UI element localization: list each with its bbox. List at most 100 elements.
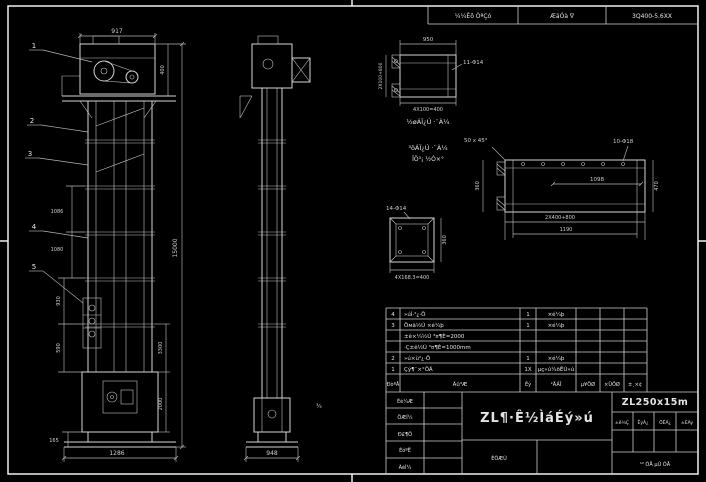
role-label-5: ÃèÍ¼: [399, 464, 412, 471]
balloon-5: 5: [32, 263, 36, 271]
dim-1086: 1086: [51, 209, 64, 215]
bom-table: 4 »úÍ·²¿·Ö 1 ×é¼þ 3 Öмä½Ú ×é¼þ 1 ×é¼þ ±ê…: [385, 307, 648, 474]
dim-1080: 1080: [51, 247, 64, 253]
bom-header-qty: Êý: [525, 380, 531, 388]
sheet-label: ¹² ÕÅ µÚ ÕÅ: [640, 461, 671, 468]
bom-header-row: ÐòºÅ Ãû³Æ Êý ²ÄÁÏ µ¥ÖØ ×ÜÖØ ±¸×¢: [387, 380, 642, 388]
head-pulley: [93, 60, 115, 82]
dim-165: 165: [49, 438, 59, 444]
detail-b-caption-1: ³öÁÏ¿Ú ·¨À¼: [408, 143, 448, 152]
drive-sprocket: [125, 70, 139, 84]
holes-11-d14: 11-Φ14: [463, 60, 484, 66]
drawing-number: 3Q400-5.6XX: [632, 13, 672, 20]
title-block: Éè¼Æ ÖÆÍ¼ Ð£¶Ô ÉóºË ÃèÍ¼ ZL¶·Ê½ÌáÉý»ú ÈÕ…: [386, 391, 698, 474]
side-casing: [258, 88, 286, 398]
bom-name: »úÍ·²¿·Ö: [404, 311, 426, 318]
chamfer-note: 50 x 45°: [464, 138, 488, 144]
bom-header-remark: ±¸×¢: [628, 382, 642, 388]
detail-b-dimensions: 50 x 45° 10-Φ18 1098 2X400+800 1190 470 …: [464, 138, 660, 240]
front-head-section: [61, 35, 176, 119]
detail-square-flange: 14-Φ14 4X168.3=400 360: [386, 206, 448, 281]
front-takeup-ladder: [82, 297, 102, 349]
dim-15000: 15000: [172, 238, 179, 257]
bom-row-3: ±ê×¼½Ú ³¤¶È=2000: [404, 332, 465, 340]
side-dimensions: 948: [243, 447, 301, 462]
drawing-title: ZL¶·Ê½ÌáÉý»ú: [480, 410, 594, 426]
holes-14-d14: 14-Φ14: [386, 206, 407, 212]
front-balloons: 1 2 3 4 5: [25, 42, 93, 304]
side-boot-section: [246, 397, 298, 448]
bom-qty: 1: [526, 312, 530, 318]
dim-4x168: 4X168.3=400: [395, 275, 430, 281]
bom-header-name: Ãû³Æ: [453, 381, 468, 388]
balloon-1: 1: [32, 42, 36, 50]
header-cell-1: ¼¼Êõ ÒªÇó: [455, 12, 492, 20]
balloon-3: 3: [28, 150, 32, 158]
balloon-4: 4: [32, 223, 37, 231]
detail-c-dimensions: 14-Φ14 4X168.3=400 360: [386, 206, 448, 281]
dim-3300: 3300: [158, 342, 164, 355]
balloon-2: 2: [30, 117, 34, 125]
front-view: 917 15000 400 3300 2000 1086 1080 930 59…: [25, 28, 186, 462]
stray-mark: ¾: [316, 403, 322, 410]
detail-a-dimensions: 950 2X100+800 4X100=400 11-Φ14: [378, 37, 484, 113]
dim-470: 470: [654, 181, 660, 191]
role-label-4: ÉóºË: [399, 446, 411, 454]
bom-row-5: 2 »ú×ù²¿·Ö 1 ×é¼þ: [391, 355, 565, 362]
front-boot-section: [64, 371, 176, 448]
bom-mat: ×é¼þ: [548, 322, 565, 329]
bom-mat: ×é¼þ: [548, 311, 565, 318]
bom-header-unit: µ¥ÖØ: [581, 381, 595, 388]
detail-inlet-flange: 950 2X100+800 4X100=400 11-Φ14 ½øÁÏ¿Ú ·¨…: [378, 37, 484, 126]
bom-row-2: 3 Öмä½Ú ×é¼þ 1 ×é¼þ: [391, 322, 565, 329]
dim-400: 400: [160, 65, 166, 75]
bom-no: 1: [391, 367, 395, 373]
detail-b-caption-2: ÏÖ³¡ ½Ó×°: [412, 156, 444, 163]
dim-2x400-800: 2X400+800: [545, 215, 575, 221]
front-casing: [85, 101, 155, 372]
dim-1286: 1286: [109, 450, 124, 457]
bom-row-1: 4 »úÍ·²¿·Ö 1 ×é¼þ: [391, 311, 565, 318]
dim-950: 950: [423, 37, 434, 43]
bom-qty: 1: [526, 323, 530, 329]
dim-360-right: 360: [442, 235, 448, 245]
bom-header-no: ÐòºÅ: [387, 381, 400, 388]
side-head-section: [239, 35, 311, 119]
bom-no: 3: [391, 323, 395, 329]
bom-row-4: ·Ç±ê½Ú ³¤¶È=1000mm: [404, 343, 471, 351]
dim-948: 948: [266, 450, 278, 457]
detail-a-caption: ½øÁÏ¿Ú ·¨À¼: [407, 117, 451, 126]
takeup-shaft: [106, 391, 118, 403]
dim-590: 590: [56, 343, 62, 353]
dim-2000: 2000: [158, 398, 164, 411]
grid-cell-4: ±ÈÀý: [681, 418, 693, 426]
bom-qty: 1X: [524, 367, 531, 373]
bom-name: ±ê×¼½Ú ³¤¶È=2000: [404, 332, 465, 340]
bom-mat: µç»ú¼õËÙ»ú: [538, 366, 574, 373]
bom-header-mat: ²ÄÁÏ: [551, 381, 562, 388]
bom-header-total: ×ÜÖØ: [604, 381, 620, 388]
dim-917: 917: [111, 28, 123, 35]
bom-mat: ×é¼þ: [548, 355, 565, 362]
bom-no: 4: [391, 312, 395, 318]
grid-cell-2: ÊýÁ¿: [638, 418, 650, 426]
grid-cell-3: ÖÊÁ¿: [659, 418, 671, 426]
dim-4x100-400: 4X100=400: [413, 107, 443, 113]
detail-outlet-section: ³öÁÏ¿Ú ·¨À¼ ÏÖ³¡ ½Ó×° 50 x 45° 10-Φ18 10…: [408, 138, 660, 240]
bom-name: Çý¶¯×°ÖÃ: [404, 366, 433, 373]
dim-1190: 1190: [560, 227, 573, 233]
dim-360-left: 360: [475, 181, 481, 191]
bom-no: 2: [391, 356, 395, 362]
header-cell-2: ÆäÓà ∇: [550, 13, 575, 20]
dim-1098: 1098: [590, 177, 604, 183]
bom-qty: 1: [526, 356, 530, 362]
bom-name: »ú×ù²¿·Ö: [404, 355, 431, 362]
motor-bracket: [291, 57, 311, 83]
front-dimensions: 917 15000 400 3300 2000 1086 1080 930 59…: [49, 28, 186, 462]
bom-name: ·Ç±ê½Ú ³¤¶È=1000mm: [404, 343, 471, 351]
model-number: ZL250x15m: [622, 397, 689, 408]
date-label: ÈÕÆÚ: [491, 454, 507, 462]
